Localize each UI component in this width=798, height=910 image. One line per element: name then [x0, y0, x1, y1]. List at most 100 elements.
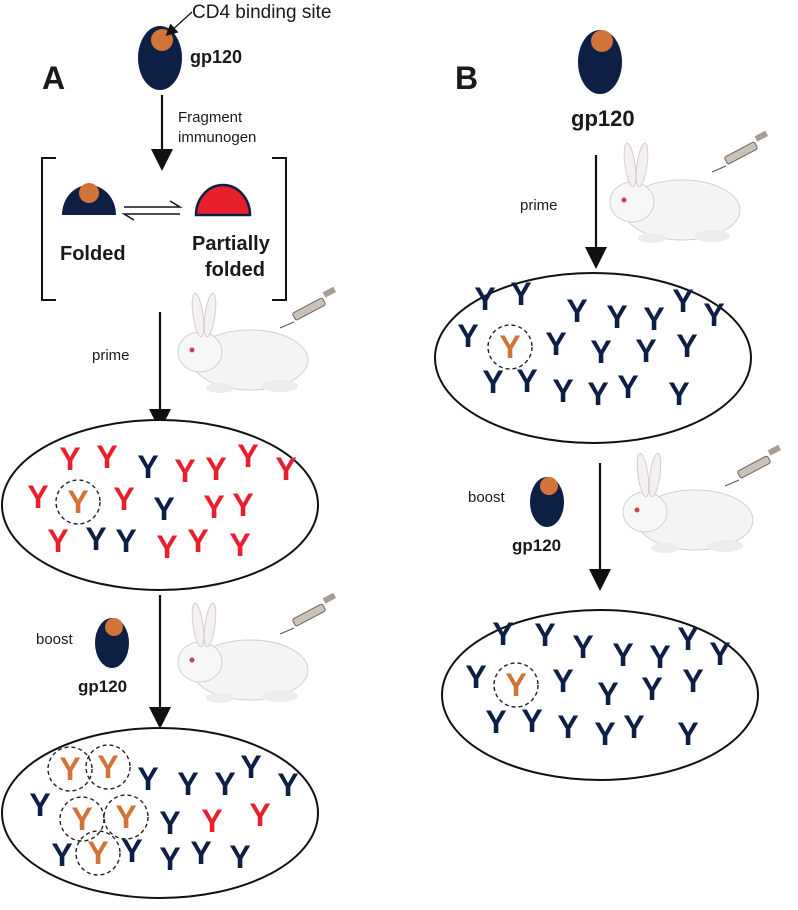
- dashed-selection-circle: [47, 746, 93, 792]
- antibody-nonspecific: Y: [649, 639, 670, 675]
- antibody-nonspecific: Y: [159, 805, 180, 841]
- antibody-nonspecific: Y: [612, 637, 633, 673]
- folded-fragment: [62, 183, 116, 215]
- antibody-cd4bs-specific: Y: [59, 751, 80, 787]
- antibody-nonspecific: Y: [510, 276, 531, 312]
- left-bracket: [41, 157, 56, 301]
- antibody-nonspecific: Y: [482, 364, 503, 400]
- right-bracket: [272, 157, 287, 301]
- syringe-image-prime-a: [279, 286, 337, 329]
- fragment-label-line1: Fragment: [178, 109, 243, 126]
- antibody-nonspecific: Y: [643, 301, 664, 337]
- antibody-nonspecific: Y: [29, 787, 50, 823]
- panel-a-letter: A: [42, 60, 65, 96]
- gp120-label-b: gp120: [571, 106, 635, 131]
- antibody-misfolded-specific: Y: [232, 487, 253, 523]
- antibody-misfolded-specific: Y: [96, 439, 117, 475]
- antibody-misfolded-specific: Y: [59, 441, 80, 477]
- dashed-selection-circle: [85, 744, 131, 790]
- antibody-nonspecific: Y: [177, 766, 198, 802]
- partially-label-line2: folded: [205, 259, 265, 281]
- prime-label-a: prime: [92, 347, 130, 364]
- antibody-nonspecific: Y: [590, 334, 611, 370]
- antibody-cd4bs-specific: Y: [505, 667, 526, 703]
- antibody-nonspecific: Y: [617, 369, 638, 405]
- antibody-nonspecific: Y: [51, 837, 72, 873]
- antibody-nonspecific: Y: [552, 373, 573, 409]
- fragment-label-line2: immunogen: [178, 129, 256, 146]
- antibody-nonspecific: Y: [485, 704, 506, 740]
- cd4-pointer-arrow: [165, 11, 193, 37]
- antibody-nonspecific: Y: [557, 709, 578, 745]
- gp120-boost-antigen-b: [530, 477, 564, 527]
- antibody-nonspecific: Y: [682, 663, 703, 699]
- boost-label-b: boost: [468, 489, 506, 506]
- rabbit-image-boost-b: [622, 452, 754, 554]
- antibody-misfolded-specific: Y: [203, 489, 224, 525]
- antibody-nonspecific: Y: [552, 663, 573, 699]
- antibody-nonspecific: Y: [676, 328, 697, 364]
- antibody-pool-boost-a: [1, 727, 319, 899]
- antibody-nonspecific: Y: [85, 521, 106, 557]
- antibody-nonspecific: Y: [229, 839, 250, 875]
- antibody-misfolded-specific: Y: [229, 527, 250, 563]
- boost-label-a: boost: [36, 631, 74, 648]
- antibody-nonspecific: Y: [137, 761, 158, 797]
- syringe-image-prime-b: [711, 130, 769, 173]
- antibody-misfolded-specific: Y: [237, 438, 258, 474]
- antibody-cd4bs-specific: Y: [87, 835, 108, 871]
- antibody-misfolded-specific: Y: [156, 529, 177, 565]
- antibody-nonspecific: Y: [709, 636, 730, 672]
- syringe-image-boost-a: [279, 592, 337, 635]
- panel-b-letter: B: [455, 60, 478, 96]
- antibody-nonspecific: Y: [672, 283, 693, 319]
- antibody-nonspecific: Y: [190, 835, 211, 871]
- gp120-antigen-b: [578, 30, 622, 94]
- dashed-selection-circle: [493, 662, 539, 708]
- antibody-nonspecific: Y: [457, 318, 478, 354]
- antibody-nonspecific: Y: [516, 363, 537, 399]
- prime-label-b: prime: [520, 197, 558, 214]
- antibody-cd4bs-specific: Y: [71, 801, 92, 837]
- rabbit-image-prime-b: [609, 142, 741, 244]
- antibody-misfolded-specific: Y: [27, 479, 48, 515]
- gp120-antigen-a: [138, 26, 182, 90]
- antibody-nonspecific: Y: [545, 326, 566, 362]
- antibody-nonspecific: Y: [465, 659, 486, 695]
- antibody-nonspecific: Y: [566, 293, 587, 329]
- antibody-cd4bs-specific: Y: [115, 799, 136, 835]
- gp120-boost-label-a: gp120: [78, 677, 127, 696]
- antibody-cd4bs-specific: Y: [67, 484, 88, 520]
- antibody-misfolded-specific: Y: [47, 523, 68, 559]
- antibody-misfolded-specific: Y: [201, 803, 222, 839]
- antibody-nonspecific: Y: [474, 281, 495, 317]
- antibody-nonspecific: Y: [597, 676, 618, 712]
- antibody-nonspecific: Y: [606, 299, 627, 335]
- antibody-nonspecific: Y: [115, 523, 136, 559]
- antibody-nonspecific: Y: [153, 491, 174, 527]
- antibody-pool-boost-b: [441, 609, 759, 781]
- antibody-nonspecific: Y: [277, 767, 298, 803]
- folded-label: Folded: [60, 243, 126, 265]
- antibody-nonspecific: Y: [594, 716, 615, 752]
- antibody-nonspecific: Y: [521, 703, 542, 739]
- gp120-boost-label-b: gp120: [512, 536, 561, 555]
- antibody-nonspecific: Y: [668, 376, 689, 412]
- syringe-image-boost-b: [724, 444, 782, 487]
- antibody-nonspecific: Y: [572, 629, 593, 665]
- antibody-misfolded-specific: Y: [205, 451, 226, 487]
- antibody-pool-prime-b: [434, 272, 752, 444]
- cd4-binding-site-label: CD4 binding site: [192, 2, 331, 23]
- antibody-nonspecific: Y: [534, 617, 555, 653]
- dashed-selection-circle: [55, 479, 101, 525]
- antibody-misfolded-specific: Y: [113, 481, 134, 517]
- antibody-cd4bs-specific: Y: [499, 329, 520, 365]
- antibody-misfolded-specific: Y: [174, 453, 195, 489]
- antibody-nonspecific: Y: [137, 449, 158, 485]
- antibody-nonspecific: Y: [121, 833, 142, 869]
- antibody-pool-prime-a: [1, 419, 319, 591]
